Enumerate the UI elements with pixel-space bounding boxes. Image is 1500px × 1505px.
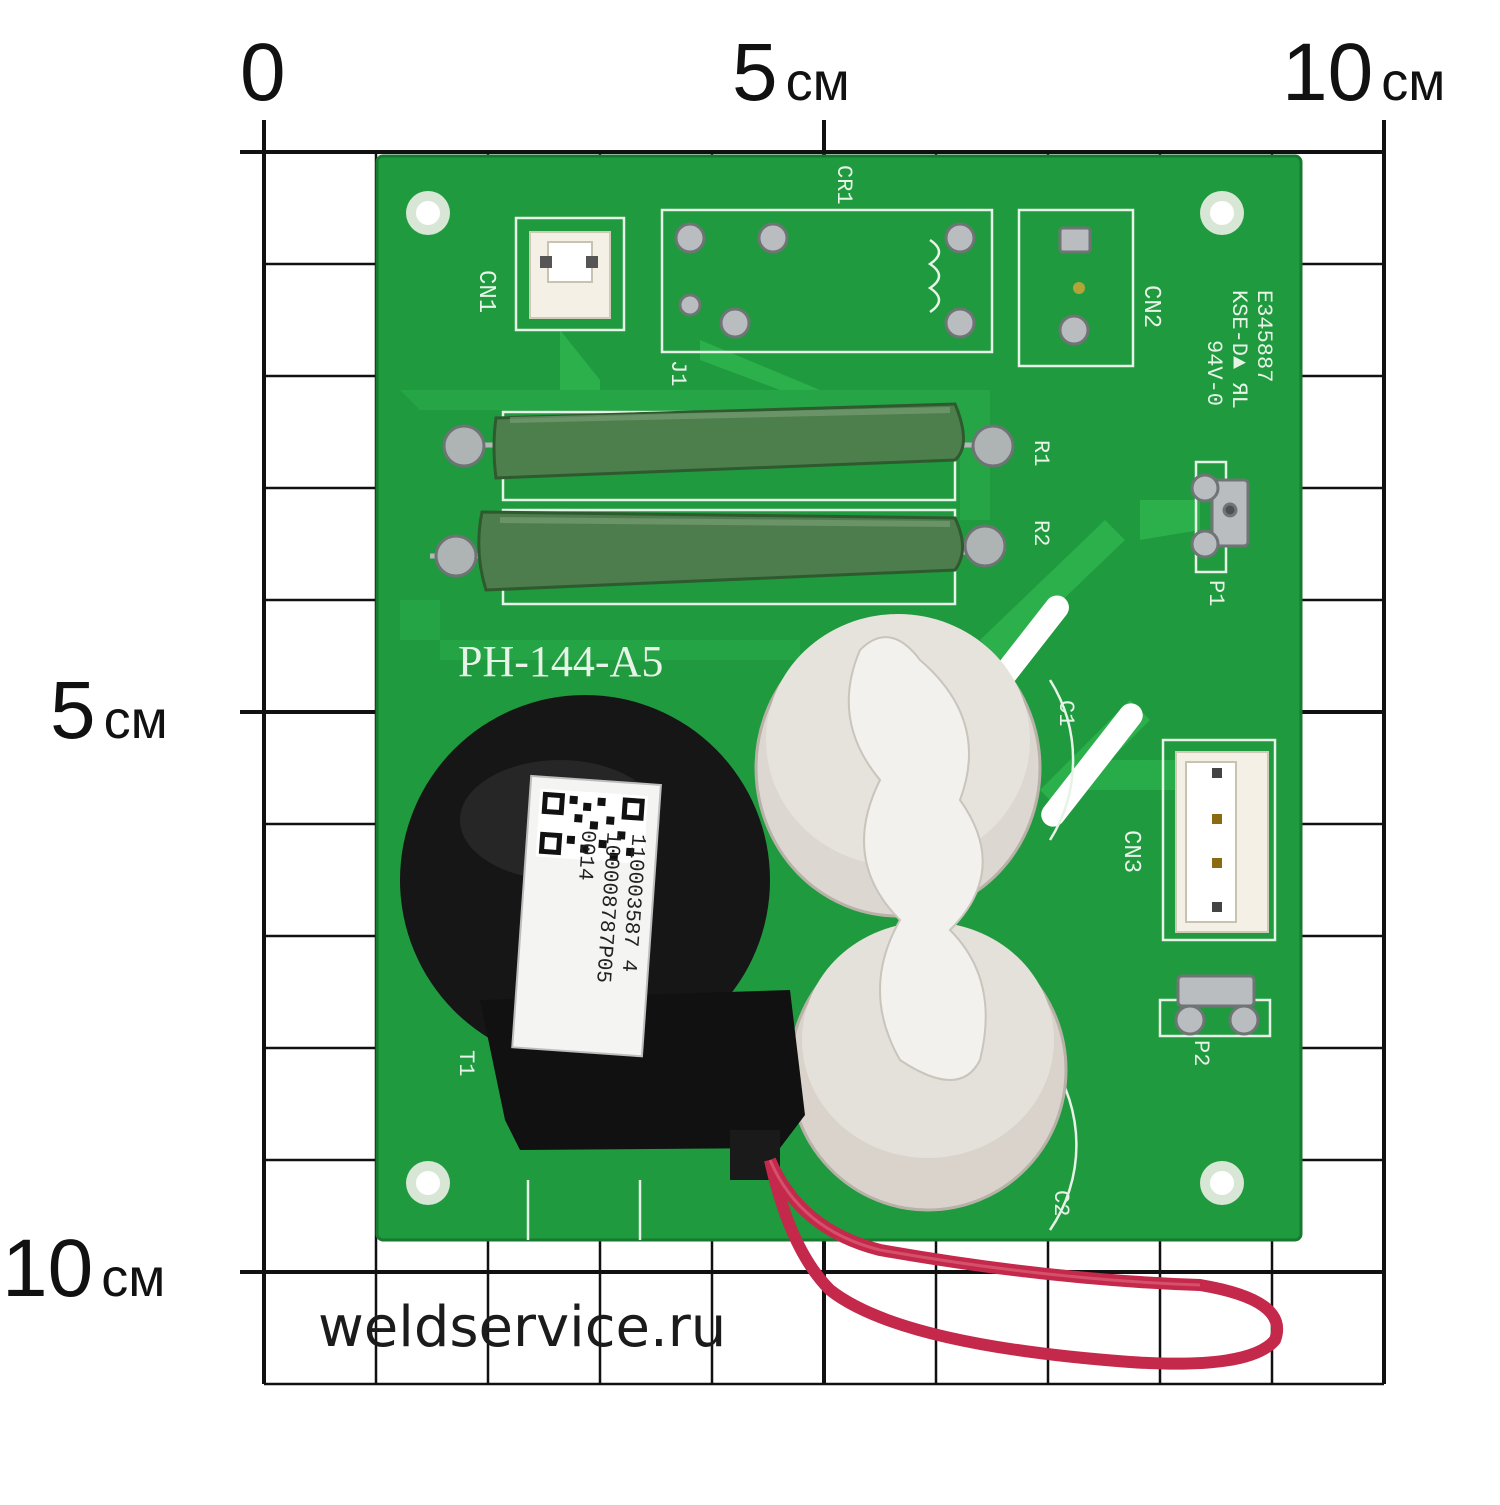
resistor-r1 — [442, 402, 1015, 480]
connector-cn1 — [529, 231, 611, 319]
label-p2: P2 — [1188, 1040, 1213, 1066]
ruler-left-10-num: 10 — [2, 1223, 94, 1314]
ruler-top-5-unit: см — [785, 52, 850, 112]
terminal-p1 — [1190, 473, 1250, 559]
label-cn1: CN1 — [472, 270, 499, 313]
mounting-holes — [406, 191, 1244, 1205]
ruler-left-5-num: 5 — [50, 665, 96, 756]
label-c2: C2 — [1048, 1190, 1073, 1216]
qr-code — [535, 788, 649, 864]
sticker-line-3: 0014 — [572, 829, 598, 881]
label-r2: R2 — [1028, 520, 1053, 546]
pcb-board: CN1 CR1 CN2 J1 R1 R2 P1 C1 CN3 T1 P2 C2 … — [375, 154, 1303, 1370]
relay-cr1-pads — [674, 222, 1092, 346]
ruler-top-10-num: 10 — [1282, 27, 1374, 118]
ruler-left-5-unit: см — [103, 690, 168, 750]
silicone-glue — [847, 636, 987, 1081]
label-p1: P1 — [1203, 580, 1228, 606]
ruler-top-10-unit: см — [1381, 52, 1446, 112]
connector-cn3 — [1175, 751, 1269, 933]
watermark-text: weldservice.ru — [318, 1295, 727, 1360]
ruler-top-0-num: 0 — [240, 27, 286, 118]
label-t1: T1 — [453, 1050, 478, 1076]
qr-sticker — [511, 774, 662, 1058]
cert-line-1: E345887 — [1251, 290, 1276, 382]
cert-line-2: KSE-D▲ ЯL — [1226, 290, 1251, 409]
terminal-p2 — [1174, 974, 1260, 1036]
ruler-top-5-num: 5 — [732, 27, 778, 118]
cert-line-3: 94V-0 — [1201, 340, 1226, 406]
label-cn2: CN2 — [1137, 285, 1164, 328]
resistor-r2 — [429, 510, 1007, 592]
ruler-left-10-unit: см — [101, 1248, 166, 1308]
ruler-top-0: 0 — [240, 32, 294, 114]
label-cr1: CR1 — [831, 165, 856, 205]
board-model: PH-144-A5 — [458, 637, 663, 686]
label-j1: J1 — [665, 360, 690, 386]
label-cn3: CN3 — [1117, 830, 1144, 873]
label-r1: R1 — [1028, 440, 1053, 466]
label-c1: C1 — [1053, 700, 1078, 726]
